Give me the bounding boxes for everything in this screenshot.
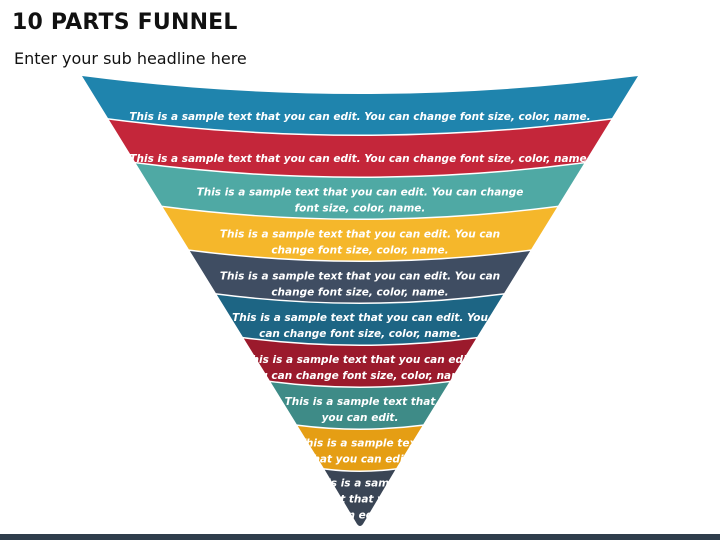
funnel-band-text-line: This is a sample text that you can edit.…: [129, 111, 590, 123]
funnel-band-text: This is a sample text that you can edit.…: [197, 187, 524, 215]
funnel-band-text-line: This is a sample text that you can edit.…: [232, 312, 488, 324]
funnel-band-3: This is a sample text that you can edit.…: [135, 163, 585, 219]
slide-title: 10 PARTS FUNNEL: [12, 10, 238, 35]
funnel-band-text: This is a sample text that you can edit.…: [129, 111, 590, 123]
funnel-band-text-line: that you can edit.: [307, 454, 412, 466]
funnel-band-text-line: change font size, color, name.: [271, 245, 448, 257]
funnel-band-text-line: This is a sample text that you can edit.…: [220, 270, 500, 282]
funnel-band-6: This is a sample text that you can edit.…: [216, 294, 504, 345]
funnel-band-10: This is a sample text that you can edit.: [313, 469, 408, 526]
funnel-band-text-line: text that you: [321, 493, 399, 505]
funnel-band-text: This is a sample text that you can edit.: [285, 396, 437, 424]
funnel-band-text: This is a sample text that you can edit.: [313, 477, 408, 521]
funnel-band-text-line: can change font size, color, name.: [259, 328, 461, 340]
funnel-band-text: This is a sample text that you can edit.…: [129, 153, 590, 165]
funnel-band-text-line: This is a sample text that you can edit.: [244, 354, 475, 366]
funnel-band-text-line: This is a sample text that you can edit.…: [129, 153, 590, 165]
funnel-band-text-line: You can change font size, color, name.: [247, 370, 473, 382]
funnel-band-8: This is a sample text that you can edit.: [270, 382, 450, 429]
funnel-band-shape: [324, 469, 396, 526]
funnel-band-4: This is a sample text that you can edit.…: [162, 207, 558, 261]
funnel-band-1: This is a sample text that you can edit.…: [82, 76, 638, 135]
funnel-band-text: This is a sample text that you can edit.: [299, 438, 422, 466]
funnel-band-text: This is a sample text that you can edit.…: [220, 229, 500, 257]
funnel-band-shape: [216, 294, 504, 345]
funnel-band-shape: [297, 425, 423, 471]
funnel-band-text-line: This is a sample text that you can edit.…: [220, 229, 500, 241]
funnel-band-7: This is a sample text that you can edit.…: [243, 338, 477, 387]
funnel-band-text-line: This is a sample text that you can edit.…: [197, 187, 524, 199]
funnel-band-text-line: This is a sample: [313, 477, 408, 489]
funnel-band-shape: [108, 119, 612, 177]
funnel-band-shape: [82, 76, 638, 135]
funnel-band-shape: [189, 250, 531, 303]
funnel-band-shape: [243, 338, 477, 387]
slide-subtitle: Enter your sub headline here: [14, 49, 247, 68]
footer-bar: [0, 534, 720, 540]
funnel-band-text-line: change font size, color, name.: [271, 286, 448, 298]
funnel-band-text-line: can edit.: [334, 509, 386, 521]
funnel-band-shape: [162, 207, 558, 261]
funnel-band-9: This is a sample text that you can edit.: [297, 425, 423, 471]
funnel-band-2: This is a sample text that you can edit.…: [108, 119, 612, 177]
funnel-band-shape: [135, 163, 585, 219]
funnel-band-text-line: you can edit.: [322, 412, 399, 424]
funnel-band-text: This is a sample text that you can edit.…: [232, 312, 488, 340]
funnel-band-text-line: This is a sample text that: [285, 396, 437, 408]
funnel-band-text: This is a sample text that you can edit.…: [244, 354, 475, 382]
funnel-band-shape: [270, 382, 450, 429]
funnel-band-5: This is a sample text that you can edit.…: [189, 250, 531, 303]
funnel-band-text: This is a sample text that you can edit.…: [220, 270, 500, 298]
funnel-band-text-line: font size, color, name.: [295, 203, 426, 215]
funnel-band-text-line: This is a sample text: [299, 438, 422, 450]
